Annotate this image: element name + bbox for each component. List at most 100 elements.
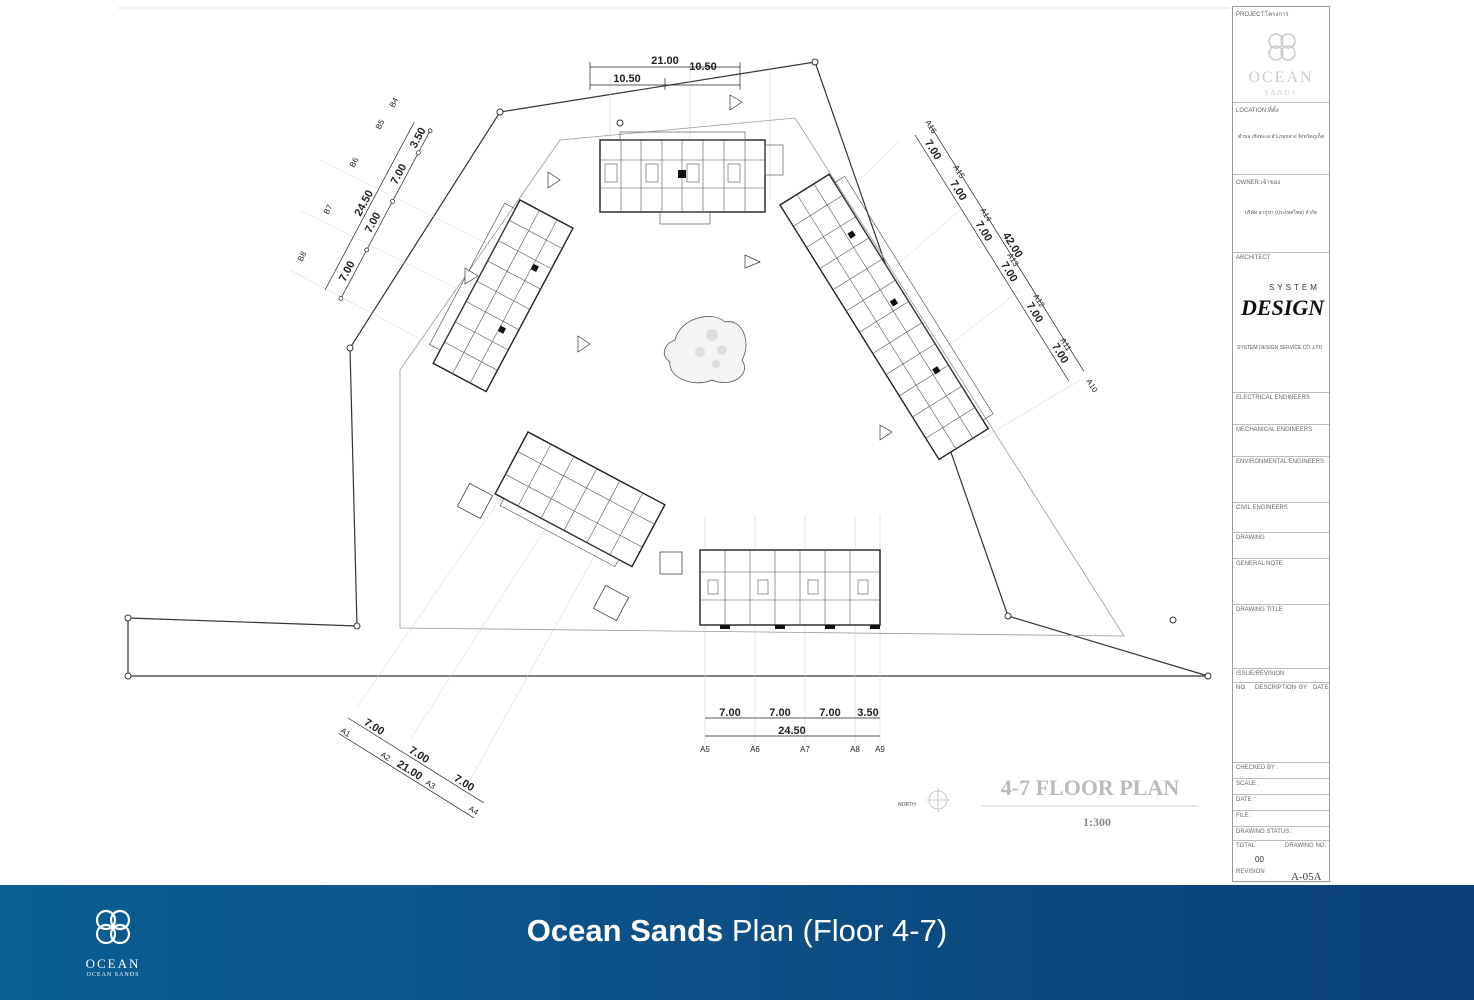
tb-electrical-label: ELECTRICAL ENGINEERS xyxy=(1236,395,1310,401)
footer-title: Ocean Sands Plan (Floor 4-7) xyxy=(0,913,1474,949)
stair-bottom xyxy=(659,551,683,575)
tb-total-label: TOTAL xyxy=(1236,843,1255,849)
tb-location-label: LOCATION:ที่ตั้ง xyxy=(1236,108,1279,114)
footer-logo-word: OCEAN xyxy=(85,956,141,971)
dim-bottom xyxy=(705,717,880,737)
axis-a6: A6 xyxy=(750,745,760,754)
tb-col-no: NO. xyxy=(1236,685,1247,691)
axis-a2: A2 xyxy=(379,750,393,763)
dim-bottom-a: 7.00 xyxy=(719,707,740,719)
north-arrow: NORTH xyxy=(898,788,950,812)
building-right xyxy=(779,173,994,461)
tb-logo-word: OCEAN xyxy=(1248,69,1314,86)
tb-architect-label: ARCHITECT xyxy=(1236,255,1271,261)
axis-a1: A1 xyxy=(339,726,353,739)
tb-drawing-title-label: DRAWING TITLE xyxy=(1236,607,1283,613)
tb-mechanical: MECHANICAL ENGINEERS xyxy=(1233,425,1329,457)
axis-a15: A15 xyxy=(951,163,966,180)
tb-sheet-no: A-05A xyxy=(1291,871,1322,883)
axis-a5: A5 xyxy=(700,745,710,754)
tb-civil: CIVIL ENGINEERS xyxy=(1233,503,1329,533)
dim-bl-b: 7.00 xyxy=(407,745,432,767)
dim-bottom-left: 7.00 7.00 7.00 21.00 xyxy=(338,716,484,819)
stair-bl xyxy=(456,482,494,520)
tb-architect: ARCHITECT SYSTEM DESIGN SYSTEM DESIGN SE… xyxy=(1233,253,1329,393)
dim-bottom-b: 7.00 xyxy=(769,707,790,719)
axis-a9: A9 xyxy=(875,745,885,754)
footer-logo: OCEAN OCEAN SANDS xyxy=(82,905,144,985)
tb-general-note: GENERAL NOTE xyxy=(1233,559,1329,605)
tb-date-label: DATE : xyxy=(1236,797,1255,803)
dim-left-d: 3.50 xyxy=(408,126,429,151)
dim-top-a: 10.50 xyxy=(613,73,641,85)
dim-bottom-d: 3.50 xyxy=(857,707,878,719)
tb-sheet-info: TOTAL 00 DRAWING NO. REVISION A-05A xyxy=(1233,841,1329,893)
axis-b7: B7 xyxy=(322,203,335,216)
stair-top xyxy=(764,144,784,176)
tb-scale-label: SCALE : xyxy=(1236,781,1260,787)
designer-logo: SYSTEM DESIGN xyxy=(1239,281,1325,331)
tb-col-by: BY xyxy=(1299,685,1308,691)
tb-civil-label: CIVIL ENGINEERS xyxy=(1236,505,1288,511)
tb-environmental: ENVIRONMENTAL ENGINEERS xyxy=(1233,457,1329,503)
dim-top xyxy=(589,62,741,90)
tb-status: DRAWING STATUS : xyxy=(1233,827,1329,841)
dim-left-a: 7.00 xyxy=(337,259,358,284)
dim-bl-a: 7.00 xyxy=(362,716,387,738)
axis-a3: A3 xyxy=(424,778,438,791)
axis-b5: B5 xyxy=(374,118,387,131)
tb-environmental-label: ENVIRONMENTAL ENGINEERS xyxy=(1236,459,1325,465)
pool-plants xyxy=(695,329,727,368)
tb-col-desc: DESCRIPTION xyxy=(1255,685,1297,691)
tb-project: PROJECT:โครงการ OCEAN SANDS xyxy=(1233,7,1329,103)
section-markers xyxy=(464,94,893,441)
tb-drawing-title: DRAWING TITLE xyxy=(1233,605,1329,669)
axis-left: B8 B7 B6 B5 B4 xyxy=(296,96,401,263)
tb-total-value: 00 xyxy=(1255,855,1264,864)
boundary-markers xyxy=(124,58,1212,680)
axis-right: A16 A15 A14 A13 A12 A11 A10 xyxy=(923,118,1099,394)
tb-status-label: DRAWING STATUS : xyxy=(1236,829,1293,835)
dim-left-c: 7.00 xyxy=(389,162,410,187)
dim-top-b: 10.50 xyxy=(689,61,717,73)
designer-mark: DESIGN xyxy=(1241,295,1325,320)
tb-location-value: ตำบล เชิงทะเล อำเภอถลาง จังหวัดภูเก็ต xyxy=(1238,134,1324,140)
dim-bottom-c: 7.00 xyxy=(819,707,840,719)
footer-title-brand: Ocean Sands xyxy=(526,913,724,948)
tb-date: DATE : xyxy=(1233,795,1329,811)
tb-electrical: ELECTRICAL ENGINEERS xyxy=(1233,393,1329,425)
tb-drawing-no-label: DRAWING NO. xyxy=(1285,843,1327,849)
north-label: NORTH xyxy=(898,802,916,808)
floor-plan-drawing: 21.00 10.50 10.50 24.50 7.00 7.00 7.00 3… xyxy=(118,7,1230,829)
building-bottom xyxy=(699,549,881,629)
tb-issue: ISSUE/REVISION xyxy=(1233,669,1329,683)
tb-file: FILE : xyxy=(1233,811,1329,827)
plan-scale: 1:300 xyxy=(1083,815,1111,829)
dim-bottom-total: 24.50 xyxy=(778,725,806,737)
tb-revision-label: REVISION xyxy=(1236,869,1265,875)
tb-revision-table: NO. DESCRIPTION BY DATE xyxy=(1233,683,1329,763)
ocean-sands-logo-icon xyxy=(95,909,131,945)
title-block: PROJECT:โครงการ OCEAN SANDS LOCATION:ที่… xyxy=(1232,6,1330,883)
tb-checked-label: CHECKED BY : xyxy=(1236,765,1279,771)
axis-a8: A8 xyxy=(850,745,860,754)
axis-a10: A10 xyxy=(1084,377,1099,394)
tb-owner-label: OWNER:เจ้าของ xyxy=(1236,180,1281,186)
tb-drawing-label: DRAWING xyxy=(1236,535,1265,541)
building-top xyxy=(599,131,766,225)
tb-project-label: PROJECT:โครงการ xyxy=(1236,12,1289,18)
tb-owner-value: บริษัท ลากูน่า (ประเทศไทย) จำกัด xyxy=(1244,210,1318,216)
tb-owner: OWNER:เจ้าของ บริษัท ลากูน่า (ประเทศไทย)… xyxy=(1233,175,1329,253)
plan-title: 4-7 FLOOR PLAN xyxy=(1001,775,1180,800)
setback-line xyxy=(399,117,1125,637)
stair-bl2 xyxy=(592,584,630,622)
tb-general-note-label: GENERAL NOTE xyxy=(1236,561,1283,567)
building-bottom-left xyxy=(494,431,666,568)
tb-location: LOCATION:ที่ตั้ง ตำบล เชิงทะเล อำเภอถลาง… xyxy=(1233,103,1329,175)
axis-bottom: A5 A6 A7 A8 A9 xyxy=(700,745,885,754)
axis-b6: B6 xyxy=(348,156,361,169)
building-left xyxy=(429,199,574,393)
tb-scale: SCALE : xyxy=(1233,779,1329,795)
footer-title-rest: Plan (Floor 4-7) xyxy=(723,913,948,948)
axis-b8: B8 xyxy=(296,250,309,263)
